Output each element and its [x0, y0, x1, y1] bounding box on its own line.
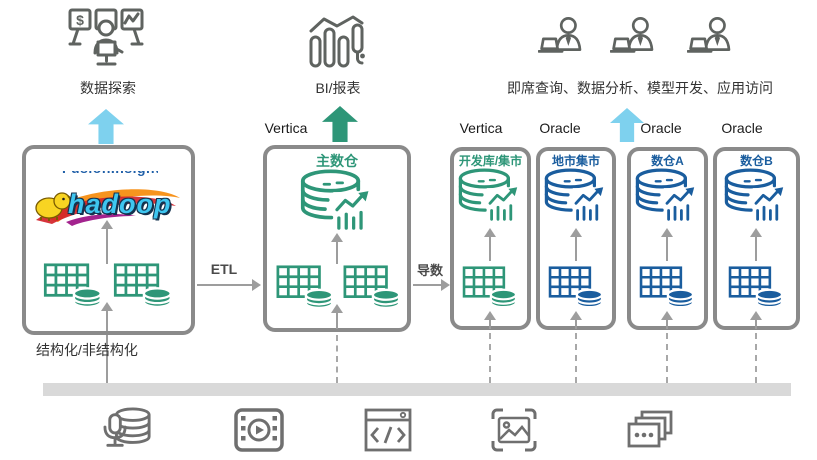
db-label-dev: Vertica: [459, 120, 503, 136]
up-arrow-bi: [322, 106, 358, 142]
hadoop-caption: 结构化/非结构化: [36, 342, 138, 358]
dw-a-source-dashed-line: [666, 333, 668, 383]
dw-b-title: 数仓B: [740, 154, 773, 168]
main-dw-title: 主数仓: [316, 153, 358, 169]
dev-mart-upper-arrowhead: [484, 228, 496, 237]
table-db-icon: [276, 265, 334, 311]
dw-a-lower-arrow-stem: [666, 320, 668, 329]
dev-mart-upper-arrow-stem: [489, 237, 491, 261]
dw-a-upper-arrowhead: [661, 228, 673, 237]
main-dw-upper-arrow-stem: [336, 242, 338, 264]
main-dw-upper-arrowhead: [331, 233, 343, 242]
warehouse-db-chart-icon: [300, 169, 374, 231]
etl-arrowhead: [252, 279, 261, 291]
dw-a-lower-arrowhead: [661, 311, 673, 320]
export-arrow-line: [413, 284, 442, 286]
dev-mart-source-dashed-line: [489, 333, 491, 383]
etl-arrow-line: [197, 284, 253, 286]
hadoop-inner-upper-arrow-stem: [106, 229, 108, 264]
audio-db-icon: [103, 407, 151, 447]
analyst-workstation-icon: $: [68, 8, 144, 66]
city-mart-lower-arrow-stem: [575, 320, 577, 329]
city-mart-upper-arrow-stem: [575, 237, 577, 261]
dw-b-source-dashed-line: [755, 333, 757, 383]
explore-label: 数据探索: [80, 80, 136, 96]
table-db-icon: [113, 263, 172, 310]
city-mart-lower-arrowhead: [570, 311, 582, 320]
warehouse-db-chart-icon: [724, 168, 788, 222]
db-label-main: Vertica: [264, 120, 308, 136]
warehouse-db-chart-icon: [544, 168, 608, 222]
city-mart-upper-arrowhead: [570, 228, 582, 237]
table-db-icon: [462, 266, 518, 310]
dw-b-upper-arrowhead: [750, 228, 762, 237]
table-db-icon: [728, 266, 784, 310]
warehouse-db-chart-icon: [635, 168, 699, 222]
bi-label: BI/报表: [315, 80, 361, 96]
warehouse-db-chart-icon: [458, 168, 522, 222]
user-laptop-icon: [687, 17, 731, 53]
bar-chart-icon: [309, 15, 365, 68]
hadoop-source-line: [106, 335, 108, 383]
db-label-city: Oracle: [539, 120, 581, 136]
table-db-icon: [548, 266, 604, 310]
etl-label: ETL: [210, 261, 238, 277]
main-dw-lower-arrow-stem: [336, 313, 338, 329]
up-arrow-explore: [88, 109, 124, 144]
fusioninsight-brand: FusionInsight: [62, 171, 158, 179]
image-icon: [491, 408, 537, 452]
user-laptop-icon: [538, 17, 582, 53]
source-bus-bar: [43, 383, 791, 396]
table-db-icon: [343, 265, 401, 311]
dw-b-lower-arrow-stem: [755, 320, 757, 329]
city-mart-source-dashed-line: [575, 333, 577, 383]
dev-mart-lower-arrow-stem: [489, 320, 491, 329]
hadoop-logo-text: hadoop: [68, 189, 172, 219]
main-dw-lower-arrowhead: [331, 304, 343, 313]
dw-b-upper-arrow-stem: [755, 237, 757, 261]
dw-b-lower-arrowhead: [750, 311, 762, 320]
table-db-icon: [639, 266, 695, 310]
dw-a-upper-arrow-stem: [666, 237, 668, 261]
svg-text:$: $: [76, 12, 84, 28]
access-label: 即席查询、数据分析、模型开发、应用访问: [507, 80, 773, 96]
video-icon: [234, 408, 284, 452]
hadoop-inner-lower-arrow-stem: [106, 311, 108, 331]
export-arrowhead: [441, 279, 450, 291]
hadoop-inner-upper-arrowhead: [101, 220, 113, 229]
export-label: 导数: [416, 263, 443, 278]
dev-mart-title: 开发库/集市: [458, 154, 523, 168]
db-label-b: Oracle: [721, 120, 763, 136]
city-mart-title: 地市集市: [551, 154, 600, 168]
main-dw-source-dashed-line: [336, 335, 338, 383]
dev-mart-lower-arrowhead: [484, 311, 496, 320]
hadoop-elephant-icon: [35, 192, 73, 221]
user-laptop-icon: [610, 17, 654, 53]
code-page-icon: [364, 408, 412, 452]
hadoop-inner-lower-arrowhead: [101, 302, 113, 311]
db-label-a: Oracle: [640, 120, 682, 136]
dw-a-title: 数仓A: [651, 154, 684, 168]
table-db-icon: [43, 263, 102, 310]
cards-icon: [627, 410, 673, 448]
